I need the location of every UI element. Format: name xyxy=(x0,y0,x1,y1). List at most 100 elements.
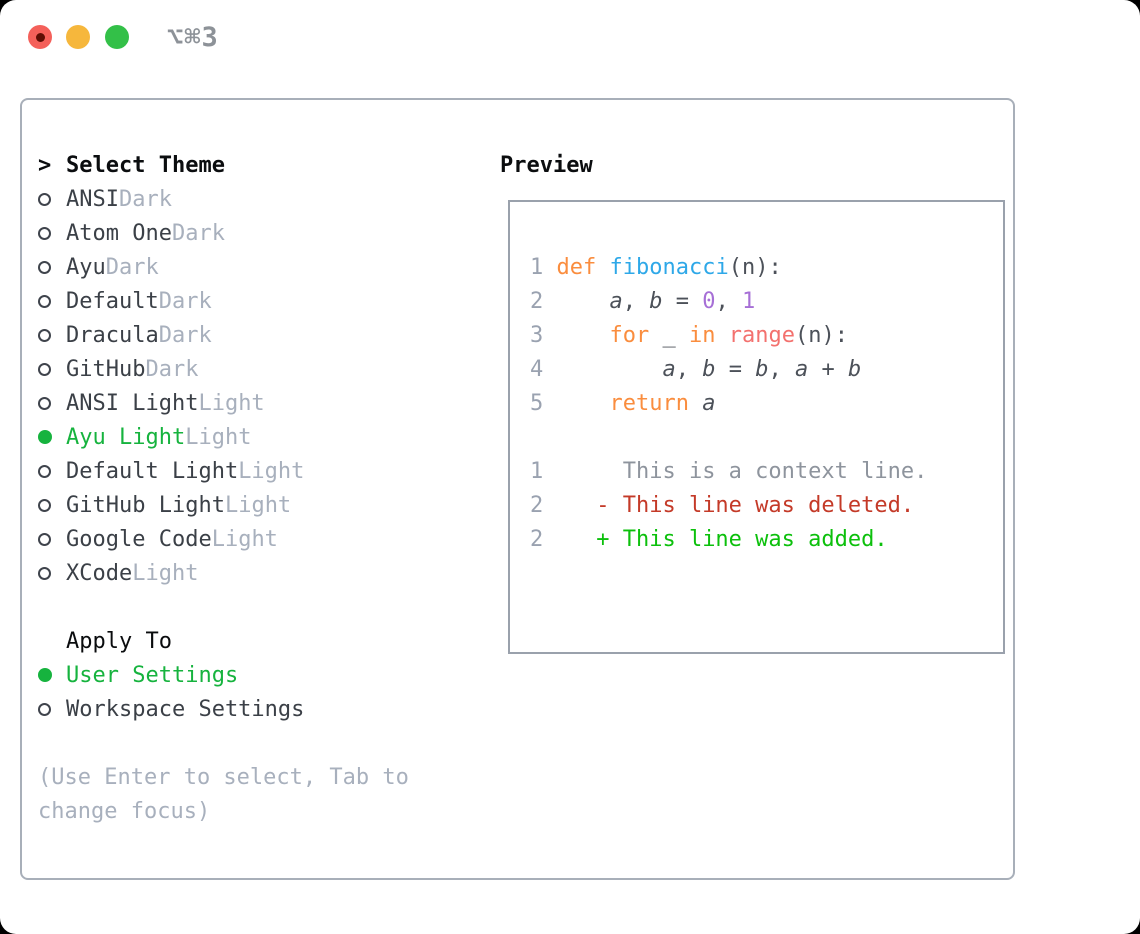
theme-item[interactable]: Atom One Dark xyxy=(38,216,409,250)
option-label: ANSI xyxy=(66,186,119,212)
select-theme-title: Select Theme xyxy=(66,152,225,178)
radio-icon xyxy=(38,294,66,308)
variant-label: Light xyxy=(198,390,265,416)
code-token: (n): xyxy=(794,322,848,348)
variant-label: Dark xyxy=(158,288,212,314)
code-line: 2 a, b = 0, 1 xyxy=(530,284,1003,318)
apply-to-title: Apply To xyxy=(66,628,172,654)
variant-label: Dark xyxy=(145,356,199,382)
code-token: _ xyxy=(649,322,689,348)
code-token xyxy=(689,391,702,416)
variant-label: Dark xyxy=(105,254,159,280)
apply-option[interactable]: Workspace Settings xyxy=(38,692,409,726)
variant-label: Dark xyxy=(158,322,212,348)
theme-item[interactable]: Dracula Dark xyxy=(38,318,409,352)
code-token: for xyxy=(609,322,650,348)
preview-title: Preview xyxy=(500,152,593,178)
preview-column: Preview 1 def fibonacci(n):2 a, b = 0, 1… xyxy=(500,148,1005,654)
code-token: a xyxy=(794,356,809,382)
apply-option[interactable]: User Settings xyxy=(38,658,409,692)
code-token: 1 xyxy=(741,288,756,314)
diff-text: + This line was added. xyxy=(543,526,888,552)
code-token: b xyxy=(755,356,769,382)
radio-icon xyxy=(38,498,66,512)
theme-item[interactable]: Ayu Dark xyxy=(38,250,409,284)
code-token: , xyxy=(768,356,795,382)
option-label: Default Light xyxy=(66,458,239,484)
radio-selected-icon xyxy=(38,430,66,444)
radio-icon xyxy=(38,702,66,716)
zoom-button[interactable] xyxy=(105,25,129,49)
code-token: b xyxy=(649,288,663,314)
line-number: 1 xyxy=(530,254,557,280)
code-token: , xyxy=(715,288,742,314)
diff-text: This is a context line. xyxy=(543,458,928,484)
option-label: GitHub Light xyxy=(66,492,225,518)
theme-item[interactable]: GitHub Dark xyxy=(38,352,409,386)
radio-icon xyxy=(38,192,66,206)
radio-icon xyxy=(38,226,66,240)
code-line: 3 for _ in range(n): xyxy=(530,318,1003,352)
radio-icon xyxy=(38,260,66,274)
blank-line xyxy=(530,420,1003,454)
option-label: Default xyxy=(66,288,159,314)
code-token: , xyxy=(675,356,703,382)
line-number: 3 xyxy=(530,322,557,348)
variant-label: Light xyxy=(185,424,252,450)
radio-icon xyxy=(38,396,66,410)
radio-icon xyxy=(38,464,66,478)
code-line: 1 def fibonacci(n): xyxy=(530,250,1003,284)
code-token: in xyxy=(688,322,716,348)
hint-line: change focus) xyxy=(38,798,211,824)
variant-label: Light xyxy=(211,526,278,552)
diff-line-added: 2 + This line was added. xyxy=(530,522,1003,556)
variant-label: Dark xyxy=(171,220,225,246)
hint-text: (Use Enter to select, Tab to change focus… xyxy=(38,760,409,828)
spacer xyxy=(38,590,409,624)
window-shortcut-label: ⌥⌘3 xyxy=(167,22,219,53)
line-number: 2 xyxy=(530,492,544,518)
line-number: 2 xyxy=(530,288,557,314)
code-token: fibonacci xyxy=(609,254,729,280)
theme-item[interactable]: GitHub Light Light xyxy=(38,488,409,522)
option-label: User Settings xyxy=(66,662,239,688)
code-token: b xyxy=(702,356,716,382)
code-token xyxy=(557,357,663,382)
theme-item[interactable]: XCode Light xyxy=(38,556,409,590)
radio-icon xyxy=(38,362,66,376)
close-button[interactable] xyxy=(28,25,52,49)
line-number: 1 xyxy=(530,458,544,484)
theme-item[interactable]: Ayu Light Light xyxy=(38,420,409,454)
select-theme-header: >Select Theme xyxy=(38,148,409,182)
theme-item[interactable]: ANSI Dark xyxy=(38,182,409,216)
diff-text: - This line was deleted. xyxy=(543,492,915,518)
radio-icon xyxy=(38,328,66,342)
diff-line-context: 1 This is a context line. xyxy=(530,454,1003,488)
code-line: 4 a, b = b, a + b xyxy=(530,352,1003,386)
apply-to-header: Apply To xyxy=(38,624,409,658)
theme-item[interactable]: Default Light Light xyxy=(38,454,409,488)
option-label: Ayu xyxy=(66,254,106,280)
hint-line: (Use Enter to select, Tab to xyxy=(38,764,409,790)
code-token: a xyxy=(662,356,676,382)
code-token: (n): xyxy=(728,254,782,280)
variant-label: Dark xyxy=(118,186,172,212)
theme-item[interactable]: Default Dark xyxy=(38,284,409,318)
variant-label: Light xyxy=(224,492,292,518)
theme-item[interactable]: ANSI Light Light xyxy=(38,386,409,420)
code-token xyxy=(557,391,610,416)
option-label: ANSI Light xyxy=(66,390,199,416)
minimize-button[interactable] xyxy=(66,25,90,49)
theme-item[interactable]: Google Code Light xyxy=(38,522,409,556)
diff-preview: 1 This is a context line. 2 - This line w… xyxy=(530,454,1003,556)
option-label: Google Code xyxy=(66,526,212,552)
radio-icon xyxy=(38,532,66,546)
code-line: 5 return a xyxy=(530,386,1003,420)
code-token xyxy=(596,255,609,280)
code-token: a xyxy=(702,390,716,416)
radio-selected-icon xyxy=(38,668,66,682)
